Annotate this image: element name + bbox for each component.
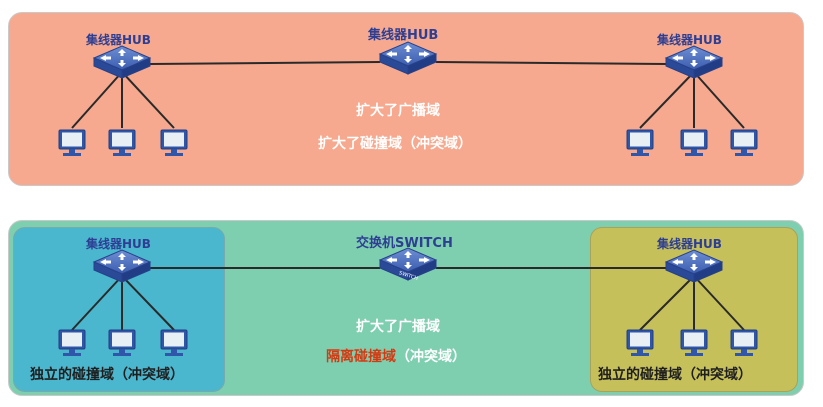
computer-icon — [730, 329, 758, 357]
hub-icon — [665, 45, 723, 79]
top-collision-domain-text: 扩大了碰撞域（冲突域） — [318, 136, 472, 152]
computer-icon — [58, 129, 86, 157]
top-cables — [71, 61, 745, 129]
top-left-hub-label: 集线器HUB — [86, 33, 151, 47]
computer-icon — [108, 329, 136, 357]
left-independent-collision-label: 独立的碰撞域（冲突域） — [30, 367, 184, 383]
computer-icon — [160, 329, 188, 357]
computer-icon — [626, 329, 654, 357]
right-independent-collision-label: 独立的碰撞域（冲突域） — [598, 367, 752, 383]
hub-network-panel — [8, 12, 804, 186]
bottom-left-hub-label: 集线器HUB — [86, 237, 151, 251]
isolate-collision-rest: （冲突域） — [396, 349, 466, 365]
bottom-cables — [71, 267, 745, 331]
switch-label: 交换机SWITCH — [356, 236, 453, 251]
hub-icon — [379, 41, 437, 75]
computer-icon — [626, 129, 654, 157]
switch-icon: SWITCH — [379, 247, 437, 282]
isolate-collision-highlight: 隔离碰撞域 — [326, 349, 396, 365]
computer-icon — [680, 129, 708, 157]
computer-icon — [108, 129, 136, 157]
computer-icon — [160, 129, 188, 157]
top-broadcast-domain-text: 扩大了广播域 — [356, 103, 440, 119]
isolate-collision-domain-text: 隔离碰撞域（冲突域） — [326, 346, 466, 366]
hub-icon — [93, 45, 151, 79]
switch-badge-text: SWITCH — [398, 270, 419, 282]
computer-icon — [730, 129, 758, 157]
bottom-broadcast-domain-text: 扩大了广播域 — [356, 319, 440, 335]
hub-icon — [93, 249, 151, 283]
hub-icon — [665, 249, 723, 283]
top-right-hub-label: 集线器HUB — [657, 33, 722, 47]
computer-icon — [680, 329, 708, 357]
bottom-right-hub-label: 集线器HUB — [657, 237, 722, 251]
top-center-hub-label: 集线器HUB — [368, 28, 439, 43]
computer-icon — [58, 329, 86, 357]
